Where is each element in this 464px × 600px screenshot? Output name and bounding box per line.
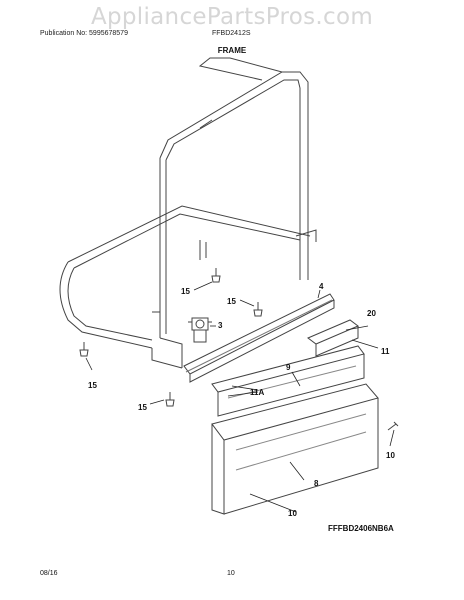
publication-number: Publication No: 5995678579 — [40, 30, 128, 37]
upper-frame — [159, 57, 317, 338]
leveling-leg-left — [79, 342, 89, 357]
part-20-bracket — [307, 319, 359, 357]
screw-10-right — [387, 421, 399, 431]
callout-11a: 11A — [250, 388, 264, 397]
section-title: FRAME — [217, 46, 247, 55]
callout-15: 15 — [227, 297, 236, 306]
callout-4: 4 — [319, 282, 324, 291]
lower-frame — [59, 205, 311, 369]
model-number: FFBD2412S — [212, 30, 251, 37]
part-9-panel — [211, 345, 365, 417]
callout-15: 15 — [88, 381, 97, 390]
callout-9: 9 — [286, 363, 291, 372]
callout-15: 15 — [138, 403, 147, 412]
callout-15: 15 — [181, 287, 190, 296]
callout-8: 8 — [314, 479, 319, 488]
callout-10: 10 — [288, 509, 297, 518]
footer-date: 08/16 — [40, 570, 58, 577]
leader-lines — [85, 281, 395, 513]
callout-10: 10 — [386, 451, 395, 460]
footer-page-number: 10 — [227, 570, 235, 577]
leveling-leg-top — [211, 268, 221, 283]
leveling-leg-center — [165, 392, 175, 407]
diagram-reference-code: FFFBD2406NB6A — [328, 524, 394, 533]
part-3-valve — [188, 317, 212, 343]
front-rail — [183, 293, 335, 383]
callout-11: 11 — [381, 347, 390, 356]
callout-3: 3 — [218, 321, 223, 330]
leveling-leg-mid — [253, 302, 263, 317]
part-8-toe-kick — [211, 383, 379, 515]
callout-20: 20 — [367, 309, 376, 318]
watermark-text: AppliancePartsPros.com — [90, 4, 374, 30]
